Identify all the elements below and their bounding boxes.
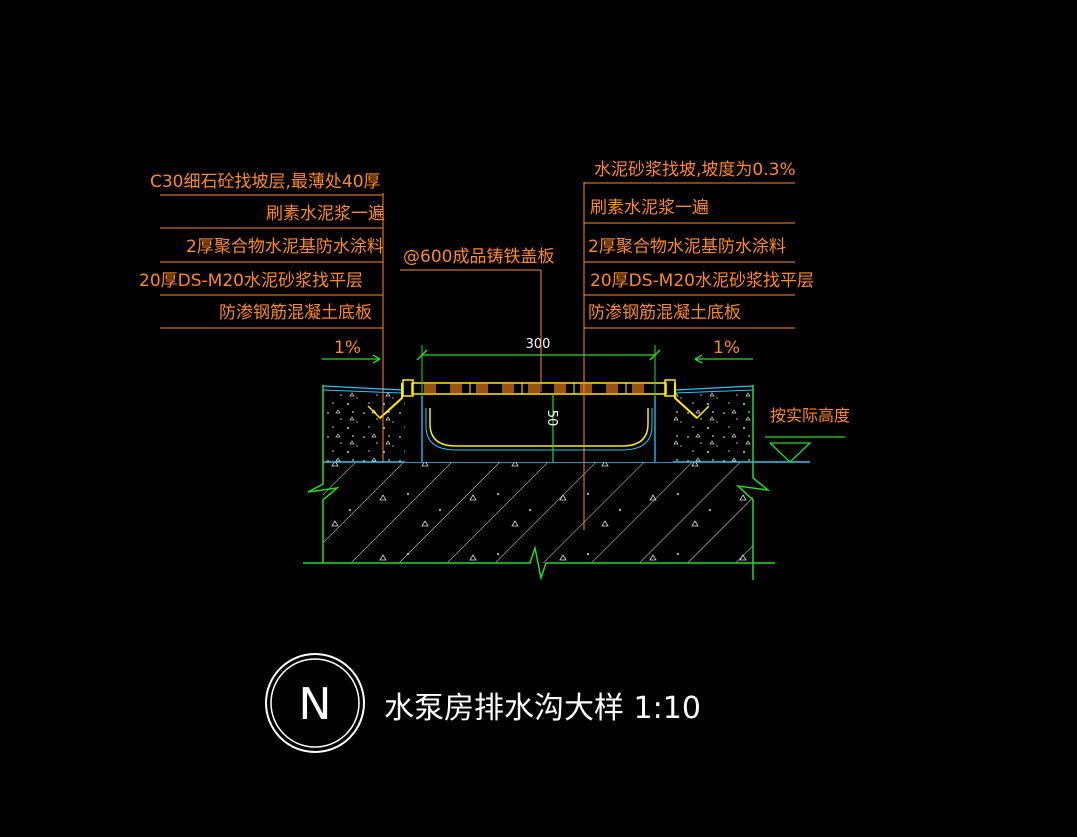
left-callout-line-1: C30细石砼找坡层,最薄处40厚 [150, 172, 381, 192]
left-slope-text: 1% [334, 338, 361, 358]
left-callout-line-5: 防渗钢筋混凝土底板 [219, 303, 372, 323]
left-callout-line-4: 20厚DS-M20水泥砂浆找平层 [139, 271, 363, 291]
level-note: 按实际高度 [770, 406, 850, 425]
cover-label: @600成品铸铁盖板 [403, 247, 554, 267]
left-callout-line-2: 刷素水泥浆一遍 [266, 204, 385, 224]
left-callout-leader [160, 193, 384, 462]
cast-iron-cover [402, 379, 676, 397]
right-callout-leader [583, 182, 795, 530]
rc-base-slab [303, 461, 810, 581]
right-callout-line-5: 防渗钢筋混凝土底板 [588, 303, 741, 323]
right-slope-text: 1% [713, 338, 740, 358]
width-dimension-text: 300 [526, 337, 551, 352]
level-symbol [765, 436, 845, 463]
right-callout-line-4: 20厚DS-M20水泥砂浆找平层 [590, 271, 814, 291]
width-dimension [416, 345, 661, 396]
right-callout-line-1: 水泥砂浆找坡,坡度为0.3% [594, 160, 796, 180]
cover-label-leader [400, 269, 542, 392]
right-callout-line-2: 刷素水泥浆一遍 [590, 198, 709, 218]
drain-channel [367, 383, 710, 462]
north-symbol [265, 653, 365, 753]
left-callout-line-3: 2厚聚合物水泥基防水涂料 [186, 237, 384, 257]
right-callout-line-3: 2厚聚合物水泥基防水涂料 [588, 237, 786, 257]
left-slope-marker [322, 354, 381, 364]
drawing-title: 水泵房排水沟大样 1:10 [384, 691, 701, 726]
depth-dimension-text: 50 [544, 410, 559, 427]
north-symbol-letter: N [299, 679, 332, 730]
right-slope-marker [694, 354, 753, 364]
